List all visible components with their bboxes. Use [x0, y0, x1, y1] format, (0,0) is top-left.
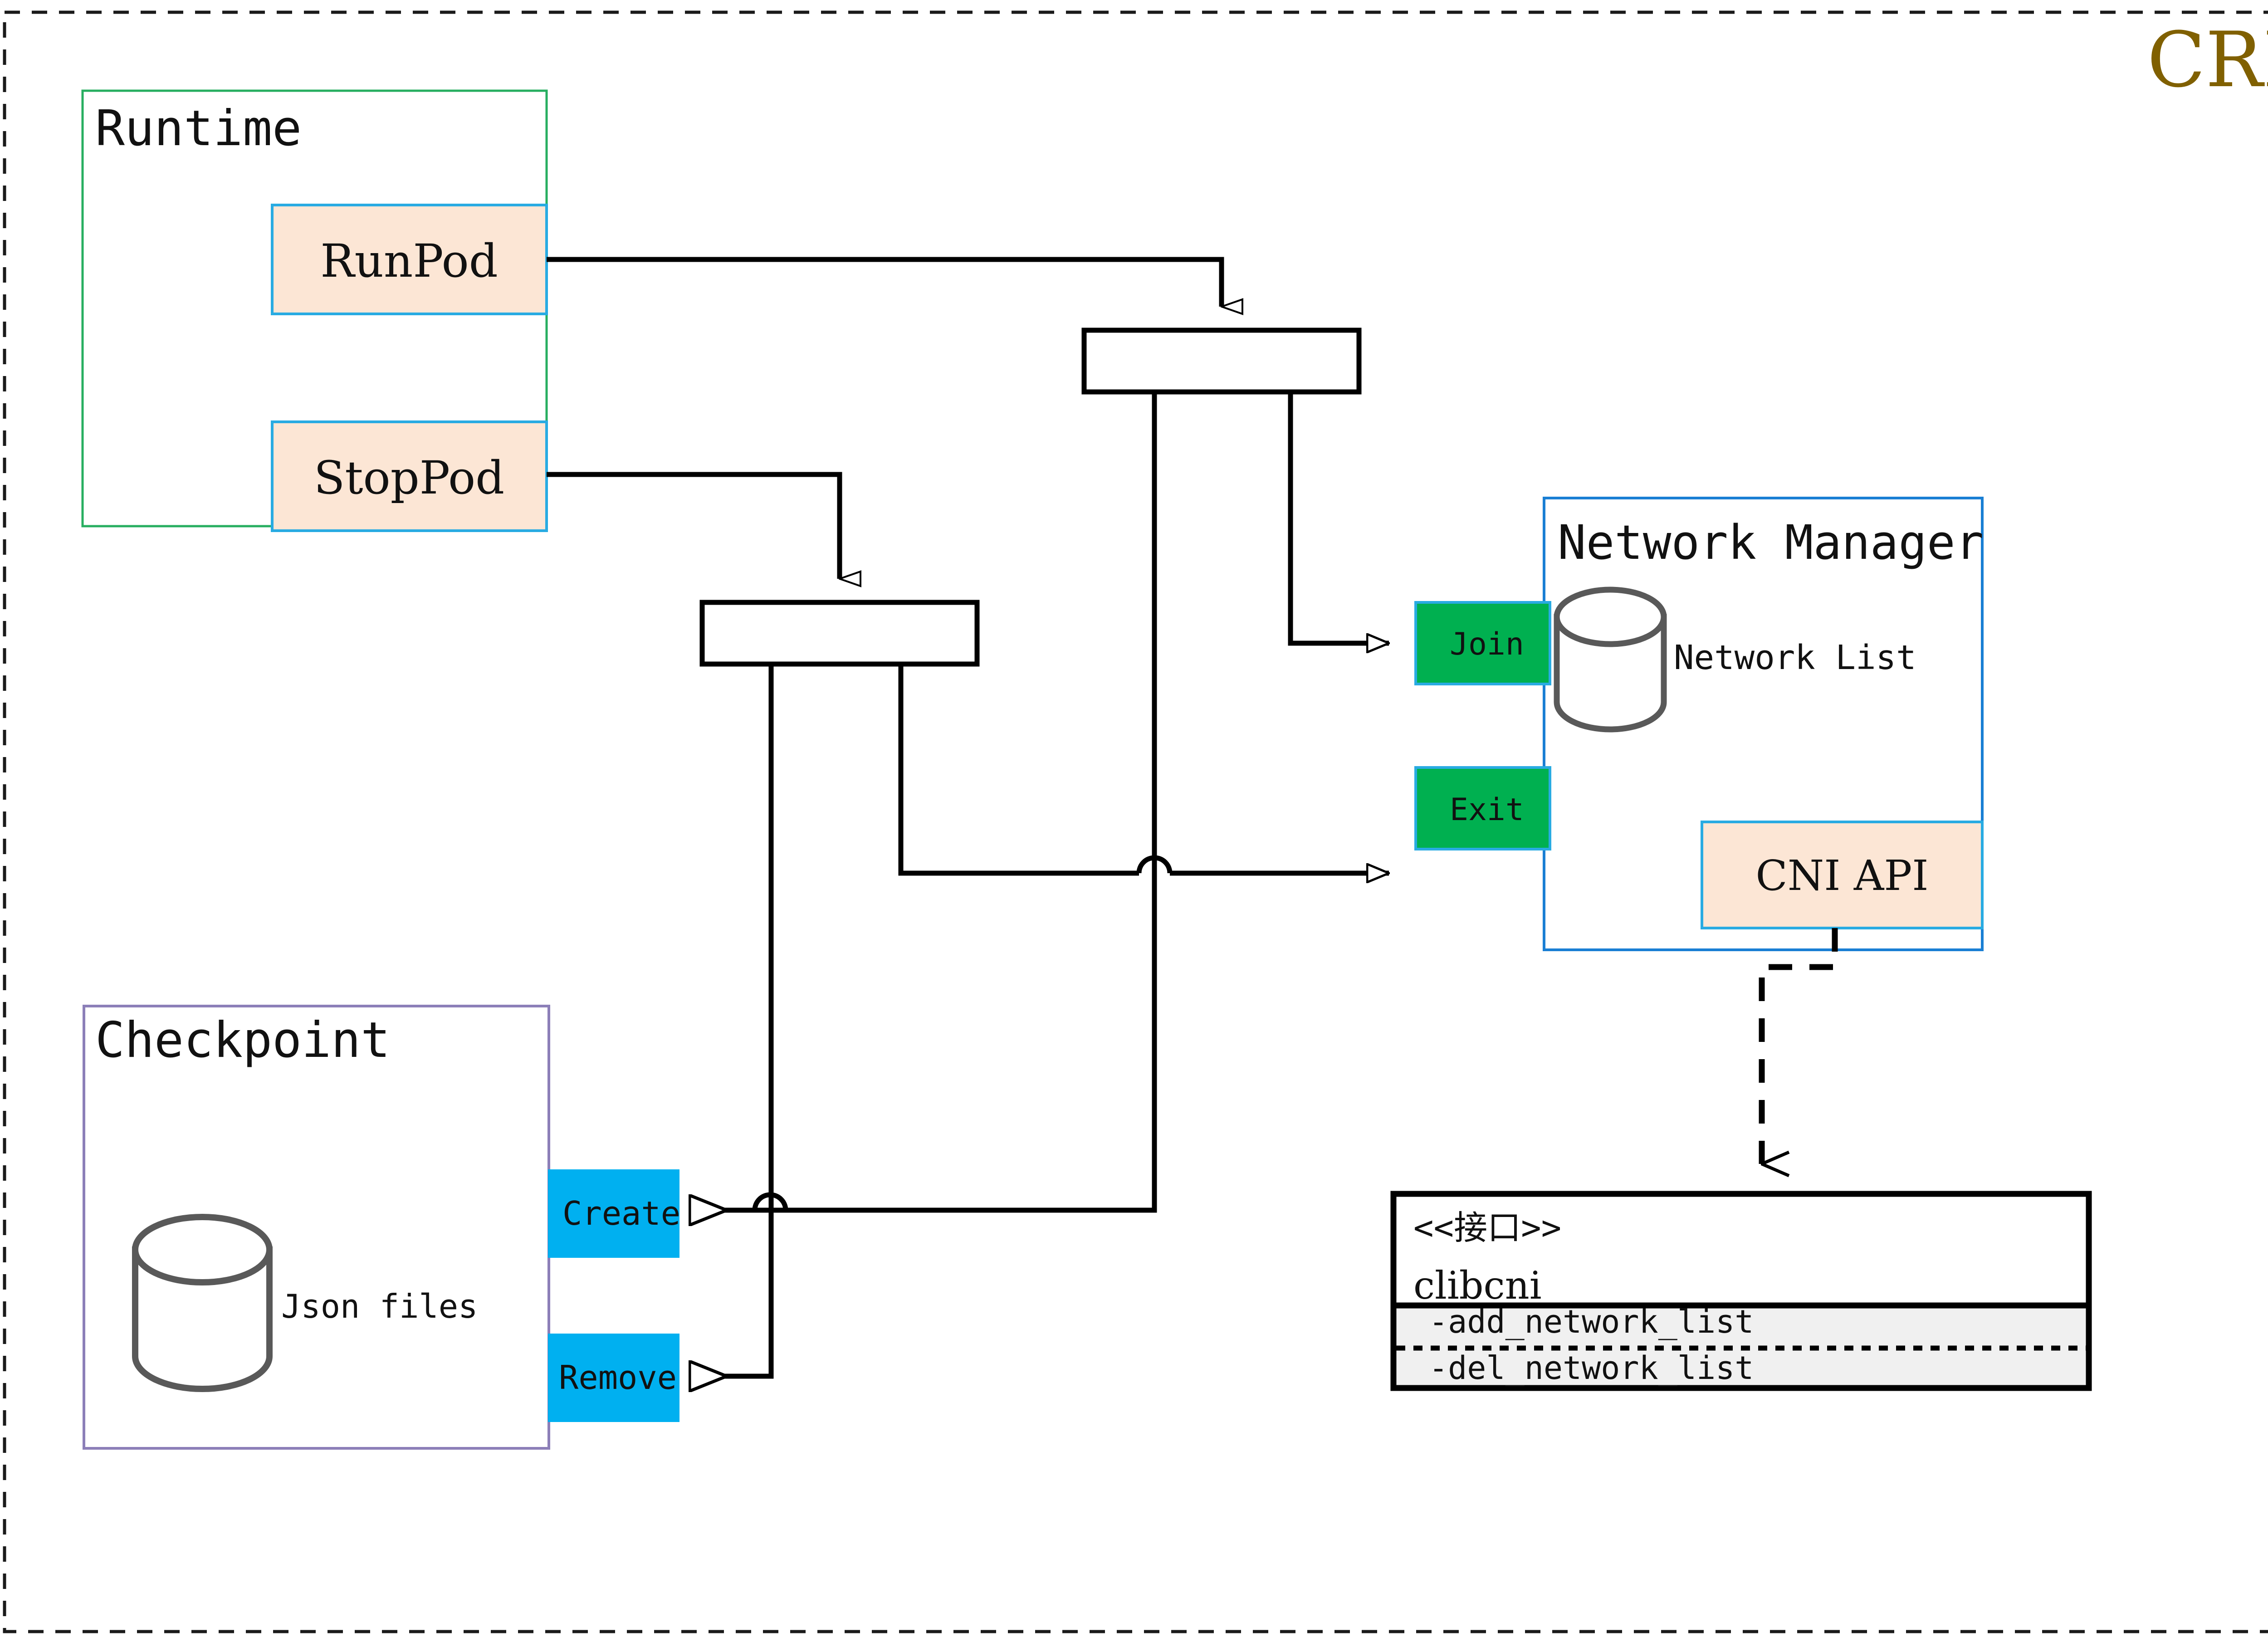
remove-label: Remove — [559, 1359, 677, 1397]
clibcni-method-add: -add_network_list — [1429, 1303, 1754, 1340]
network-list-label: Network List — [1674, 638, 1916, 677]
runpod-label: RunPod — [320, 235, 498, 288]
edge-fork-left-to-exit — [898, 664, 1139, 876]
page-title: CRI — [2147, 15, 2268, 104]
clibcni-stereotype: <<接口>> — [1413, 1208, 1561, 1247]
clibcni-name: clibcni — [1413, 1263, 1542, 1308]
network-list-cylinder-icon — [1554, 586, 1667, 733]
json-files-cylinder-icon — [132, 1214, 273, 1392]
fork-bar-left — [699, 600, 980, 667]
line-hop-exit-row — [1136, 855, 1173, 874]
edge-fork-left-to-remove — [689, 664, 774, 1376]
runtime-group-label: Runtime — [95, 100, 302, 157]
exit-label: Exit — [1450, 792, 1524, 828]
cni-api-label: CNI API — [1755, 851, 1928, 900]
edge-fork-top-to-create — [724, 392, 1157, 1213]
cni-api-node[interactable] — [1701, 821, 1984, 929]
stoppod-label: StopPod — [314, 451, 504, 504]
create-label: Create — [562, 1194, 680, 1232]
create-node[interactable] — [548, 1169, 679, 1258]
edge-stoppod-to-fork-left — [547, 472, 840, 579]
clibcni-method-del: -del_network_list — [1429, 1349, 1754, 1387]
checkpoint-group-label: Checkpoint — [95, 1012, 390, 1069]
json-files-label: Json files — [281, 1287, 478, 1325]
outer-dashed-frame — [3, 10, 2268, 1633]
edge-cni-api-to-clibcni — [1759, 928, 1838, 1164]
fork-bar-top — [1081, 327, 1362, 395]
join-label: Join — [1450, 626, 1524, 662]
edge-runpod-to-fork-top — [547, 257, 1222, 307]
exit-node[interactable] — [1414, 766, 1551, 850]
join-node[interactable] — [1414, 601, 1551, 685]
network-manager-group-label: Network Manager — [1558, 515, 1984, 570]
remove-node[interactable] — [548, 1334, 679, 1422]
stoppod-node[interactable] — [271, 420, 548, 532]
edge-fork-top-to-join — [1288, 392, 1389, 643]
